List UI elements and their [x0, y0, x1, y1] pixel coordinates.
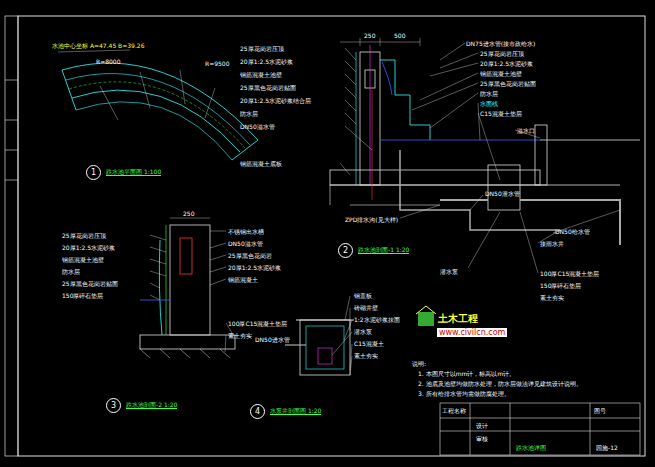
annotation-text: 3. 所有给排水管均需做防腐处理。	[418, 390, 510, 397]
annotation-text: DN50进水管	[255, 336, 290, 343]
annotation-text: 250	[364, 32, 375, 39]
view-callout: 2跌水池剖面-1 1:20	[338, 243, 353, 258]
annotation-text: 素土夯实	[228, 332, 252, 339]
annotation-text: 水池中心坐标 A=47.45 B=39.26	[52, 42, 144, 49]
annotation-text: 1. 本图尺寸以mm计，标高以m计。	[418, 370, 515, 377]
view-callout: 1跌水池平面图 1:100	[86, 165, 101, 180]
view-title: 跌水池平面图 1:100	[106, 168, 161, 176]
annotation-text: 钢筋混凝土	[228, 276, 258, 283]
annotation-text: 审核	[476, 435, 488, 442]
annotation-text: 图号	[594, 407, 606, 414]
annotation-text: 素土夯实	[540, 294, 564, 301]
annotation-text: 潜水泵	[354, 328, 372, 335]
annotation-text: 25厚黑色花岗岩贴面	[62, 280, 118, 287]
annotation-text: www.civilcn.com	[437, 328, 507, 337]
annotation-text: 钢筋混凝土池壁	[62, 256, 104, 263]
annotation-text: 防水层	[480, 90, 498, 97]
callout-number: 1	[86, 165, 101, 180]
annotation-text: 水面线	[480, 100, 498, 107]
annotation-text: C15混凝土	[354, 340, 384, 347]
annotation-text: 钢筋混凝土池壁	[480, 70, 522, 77]
annotation-text: 潜水泵	[440, 268, 458, 275]
view-callout: 3跌水池剖面-2 1:20	[106, 398, 121, 413]
annotation-text: 25厚黑色花岗岩贴面	[480, 80, 536, 87]
annotation-text: 接雨水井	[540, 240, 564, 247]
annotation-text: 150厚碎石垫层	[540, 282, 581, 289]
annotation-text: DN50泄水管	[485, 190, 520, 197]
annotation-text: 说明:	[412, 360, 426, 367]
annotation-text: DN75进水管(接市政给水)	[466, 40, 535, 47]
annotation-text: 跌水池详图	[516, 444, 546, 451]
view-title: 跌水池剖面-1 1:20	[358, 246, 409, 254]
annotation-text: ZPD排水沟(见大样)	[345, 216, 398, 223]
annotation-text: 防水层	[240, 110, 258, 117]
annotation-text: 钢筋混凝土池壁	[240, 71, 282, 78]
annotation-text: 100厚C15混凝土垫层	[540, 270, 599, 277]
annotation-text: 钢筋混凝土底板	[240, 160, 282, 167]
annotation-text: 溢水口	[517, 127, 535, 134]
annotation-text: DN50溢水管	[240, 123, 275, 130]
annotation-text: 20厚1:2.5水泥砂浆	[62, 244, 115, 251]
callout-number: 3	[106, 398, 121, 413]
view-title: 水泵井剖面图 1:20	[270, 407, 321, 415]
annotation-text: DN50给水管	[555, 228, 590, 235]
annotation-text: 25厚花岗岩压顶	[240, 45, 284, 52]
annotation-text: 150厚碎石垫层	[62, 292, 103, 299]
callout-number: 2	[338, 243, 353, 258]
annotation-text: 20厚1:2.5水泥砂浆	[240, 58, 293, 65]
annotation-text: 砖砌井壁	[354, 304, 378, 311]
annotation-text: 1:2水泥砂浆抹面	[354, 316, 400, 323]
callout-number: 4	[250, 404, 265, 419]
annotation-text: 防水层	[62, 268, 80, 275]
annotation-text: 25厚黑色花岗岩	[228, 252, 272, 259]
annotation-text: C15混凝土垫层	[480, 110, 522, 117]
view-callout: 4水泵井剖面图 1:20	[250, 404, 265, 419]
annotation-text: 20厚1:2.5水泥砂浆	[228, 264, 281, 271]
annotation-text: R=9500	[205, 60, 229, 67]
annotation-text: 100厚C15混凝土垫层	[228, 320, 287, 327]
annotation-text: 园施-12	[596, 444, 618, 451]
view-title: 跌水池剖面-2 1:20	[126, 401, 177, 409]
annotation-text: 设计	[476, 422, 488, 429]
annotation-text: 20厚1:2.5水泥砂浆结合层	[240, 97, 311, 104]
annotation-text: 素土夯实	[354, 352, 378, 359]
annotation-text: 2. 池底及池壁均做防水处理，防水层做法详见建筑设计说明。	[418, 380, 582, 387]
annotation-text: 土木工程	[438, 313, 478, 325]
annotation-text: 不锈钢出水槽	[228, 228, 264, 235]
annotation-text: 250	[183, 210, 194, 217]
annotation-text: 25厚花岗岩压顶	[62, 232, 106, 239]
annotation-text: 25厚花岗岩压顶	[480, 50, 524, 57]
annotation-text: 工程名称	[442, 407, 466, 414]
annotation-text: 500	[394, 32, 405, 39]
annotation-text: DN50溢水管	[228, 240, 263, 247]
annotation-text: 钢盖板	[354, 292, 372, 299]
annotation-text: 20厚1:2.5水泥砂浆	[480, 60, 533, 67]
annotation-text: R=8000	[96, 58, 120, 65]
annotation-text: 25厚黑色花岗岩贴面	[240, 84, 296, 91]
